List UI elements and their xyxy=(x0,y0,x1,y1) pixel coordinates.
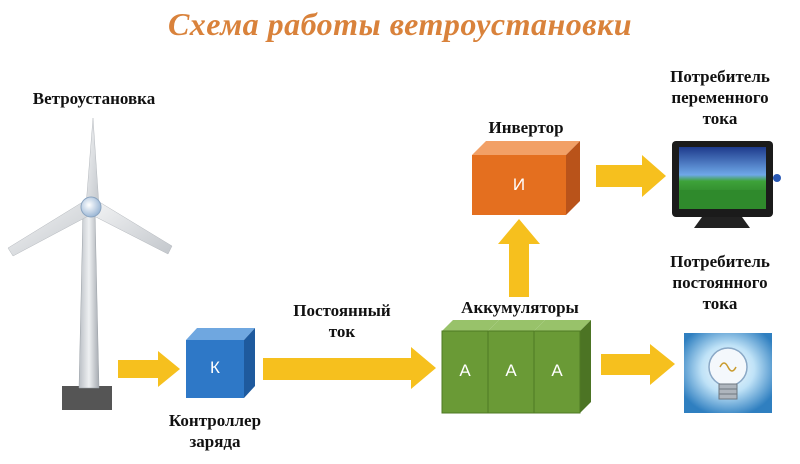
controller-label-line2: заряда xyxy=(189,432,241,451)
arrow-batteries-to-inverter xyxy=(498,219,540,297)
ac-consumer-label-line2: переменного xyxy=(671,88,769,107)
dc-consumer-label: Потребитель постоянного тока xyxy=(650,251,790,314)
arrow-inverter-to-ac-consumer xyxy=(596,155,666,197)
dc-consumer-label-line2: постоянного xyxy=(672,273,768,292)
arrow-turbine-to-controller xyxy=(118,351,180,387)
tv-icon xyxy=(672,141,781,228)
light-bulb-icon xyxy=(684,333,772,413)
flow-arrows xyxy=(118,155,675,389)
inverter-box-letter: И xyxy=(512,175,526,194)
ac-consumer-label-line3: тока xyxy=(702,109,738,128)
battery-box-2 xyxy=(487,320,545,414)
dc-consumer-label-line3: тока xyxy=(702,294,738,313)
arrow-controller-to-batteries xyxy=(263,347,436,389)
turbine-blade-right xyxy=(89,199,173,255)
ac-consumer-label: Потребитель переменного тока xyxy=(650,66,790,129)
dc-current-label: Постоянный ток xyxy=(262,300,422,342)
wind-turbine-label: Ветроустановка xyxy=(32,89,156,108)
arrow-batteries-to-dc-consumer xyxy=(601,344,675,385)
dc-current-label-line2: ток xyxy=(328,322,356,341)
batteries-label: Аккумуляторы xyxy=(461,298,579,317)
battery-box-letter-2: А xyxy=(505,361,517,380)
battery-box-1 xyxy=(441,320,499,414)
turbine-tower xyxy=(78,211,100,389)
turbine-blade-up xyxy=(85,117,100,207)
dc-current-label-line1: Постоянный xyxy=(293,301,391,320)
ac-consumer-label-line1: Потребитель xyxy=(670,67,770,86)
controller-box xyxy=(186,328,255,398)
turbine-base xyxy=(62,386,112,410)
battery-group xyxy=(441,320,591,414)
turbine-blade-left xyxy=(7,199,93,257)
inverter-box xyxy=(472,141,580,215)
controller-label-line1: Контроллер xyxy=(168,411,262,430)
dc-consumer-label-line1: Потребитель xyxy=(670,252,770,271)
wind-turbine-icon xyxy=(7,117,173,410)
battery-box-letter-1: А xyxy=(459,361,471,380)
battery-box-letter-3: А xyxy=(551,361,563,380)
controller-box-letter: К xyxy=(210,358,220,377)
inverter-label: Инвертор xyxy=(488,118,564,137)
battery-box-3 xyxy=(533,320,591,414)
turbine-hub xyxy=(80,196,102,218)
diagram-title: Схема работы ветроустановки xyxy=(167,6,633,42)
controller-label: Контроллер заряда xyxy=(145,410,285,452)
